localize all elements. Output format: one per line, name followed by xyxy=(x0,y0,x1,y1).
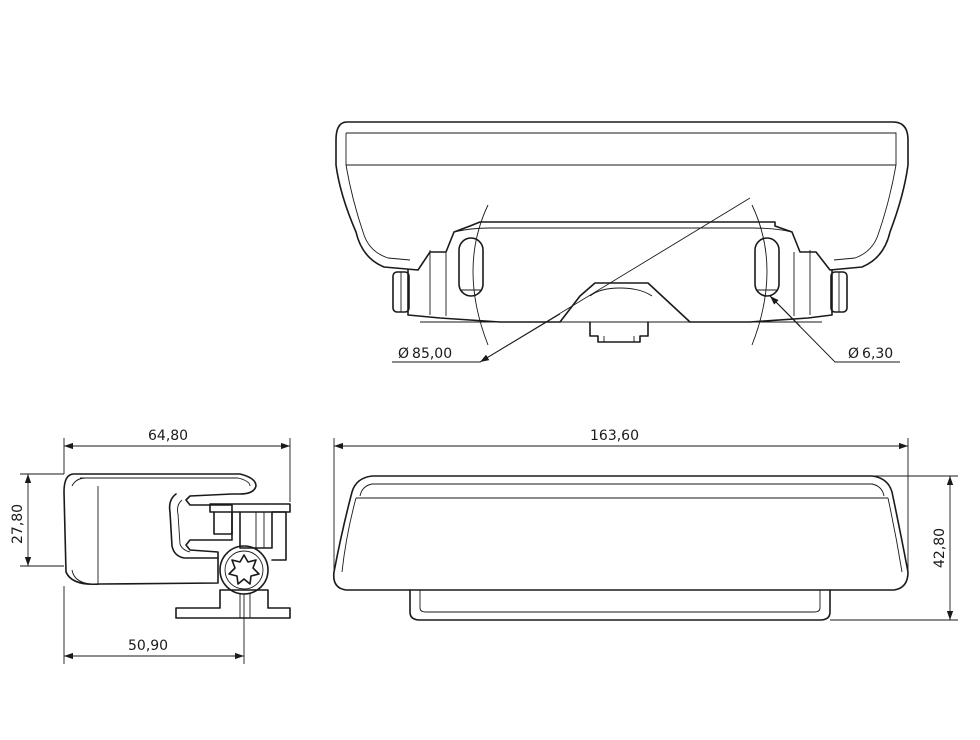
front-view: 163,60 42,80 xyxy=(332,428,958,621)
dim-side-width: 64,80 xyxy=(148,428,188,444)
dim-front-width: 163,60 xyxy=(590,428,639,444)
pitch-circle-arc-right xyxy=(751,204,768,346)
front-view-housing xyxy=(332,475,909,591)
side-view-housing xyxy=(63,473,257,586)
dim-side-height: 27,80 xyxy=(10,504,26,544)
side-view: 64,80 27,80 50,90 xyxy=(10,428,291,664)
side-view-bracket-arm xyxy=(168,493,219,559)
front-view-base xyxy=(409,589,831,621)
top-view-housing-outer xyxy=(335,121,909,271)
side-view-base xyxy=(175,589,291,619)
top-view-housing-inner xyxy=(346,132,897,261)
pitch-circle-arc-left xyxy=(472,204,489,346)
left-slot-hole xyxy=(458,237,484,297)
dim-side-bracket: 50,90 xyxy=(128,638,168,654)
top-view-connector xyxy=(589,321,649,343)
right-slot-hole xyxy=(754,237,780,297)
side-view-knob xyxy=(219,545,269,595)
dim-front-height: 42,80 xyxy=(932,528,948,568)
top-view-bracket xyxy=(407,269,833,323)
